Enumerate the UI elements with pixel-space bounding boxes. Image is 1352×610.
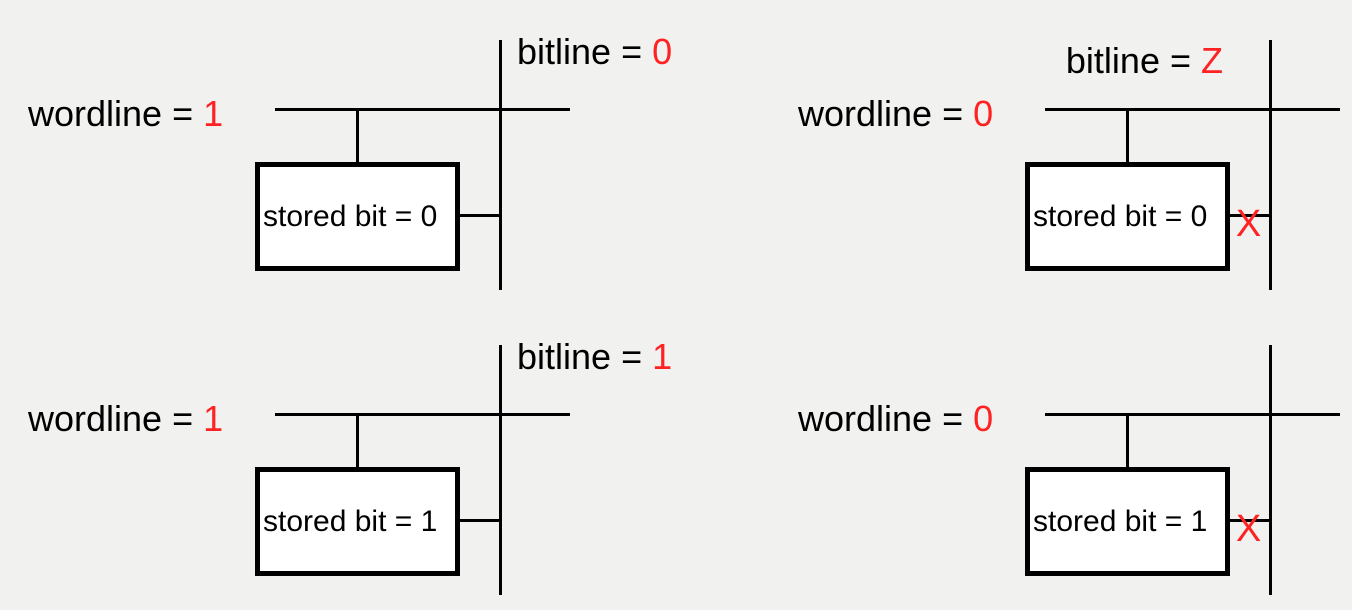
- bitline-label: bitline = 1: [517, 339, 672, 375]
- stored-bit-box: stored bit = 0: [1025, 162, 1230, 271]
- wordline-wire: [275, 413, 570, 416]
- cell-top-left: wordline = 1 bitline = 0 stored bit = 0: [0, 0, 672, 305]
- wordline-label-text: wordline =: [798, 93, 974, 134]
- wordline-wire: [275, 108, 570, 111]
- bitline-label-text: bitline =: [517, 336, 653, 377]
- bitline-value: 0: [652, 31, 673, 72]
- bitline-value: Z: [1201, 40, 1223, 81]
- wordline-label: wordline = 0: [798, 96, 993, 132]
- wordline-value: 0: [973, 93, 994, 134]
- bitline-wire: [499, 345, 502, 595]
- wordline-label: wordline = 1: [28, 96, 223, 132]
- bitline-label-text: bitline =: [1065, 40, 1201, 81]
- wordline-wire: [1045, 108, 1340, 111]
- bitline-label-text: bitline =: [517, 31, 653, 72]
- bitline-label: bitline = 0: [517, 34, 672, 70]
- disconnected-x-mark: X: [1235, 203, 1262, 245]
- cell-to-bitline-wire: [458, 214, 502, 217]
- bitline-wire: [1269, 345, 1272, 595]
- wordline-label: wordline = 0: [798, 401, 993, 437]
- stored-bit-box: stored bit = 0: [255, 162, 460, 271]
- wordline-to-cell-wire: [1126, 111, 1129, 164]
- disconnected-x-mark: [462, 510, 495, 548]
- bitline-wire: [499, 40, 502, 290]
- bitline-value: 1: [652, 336, 673, 377]
- disconnected-x-mark: X: [1235, 508, 1262, 550]
- wordline-value: 1: [203, 93, 224, 134]
- bitline-wire: [1269, 40, 1272, 290]
- stored-bit-label: stored bit = 1: [1033, 504, 1208, 538]
- stored-bit-label: stored bit = 0: [263, 199, 438, 233]
- wordline-label-text: wordline =: [798, 398, 974, 439]
- disconnected-x-mark: [462, 205, 495, 243]
- wordline-value: 0: [973, 398, 994, 439]
- wordline-label: wordline = 1: [28, 401, 223, 437]
- cell-bottom-right: wordline = 0 stored bit = 1 X: [770, 305, 1352, 610]
- wordline-to-cell-wire: [356, 416, 359, 469]
- wordline-to-cell-wire: [1126, 416, 1129, 469]
- wordline-wire: [1045, 413, 1340, 416]
- wordline-value: 1: [203, 398, 224, 439]
- wordline-to-cell-wire: [356, 111, 359, 164]
- stored-bit-label: stored bit = 1: [263, 504, 438, 538]
- cell-to-bitline-wire: [458, 519, 502, 522]
- bitline-label: bitline = Z: [1066, 43, 1223, 79]
- cell-top-right: wordline = 0 bitline = Z stored bit = 0 …: [770, 0, 1352, 305]
- cell-bottom-left: wordline = 1 bitline = 1 stored bit = 1: [0, 305, 672, 610]
- wordline-label-text: wordline =: [28, 93, 204, 134]
- cell-to-bitline-wire: [1228, 519, 1272, 522]
- stored-bit-label: stored bit = 0: [1033, 199, 1208, 233]
- stored-bit-box: stored bit = 1: [1025, 467, 1230, 576]
- stored-bit-box: stored bit = 1: [255, 467, 460, 576]
- wordline-label-text: wordline =: [28, 398, 204, 439]
- cell-to-bitline-wire: [1228, 214, 1272, 217]
